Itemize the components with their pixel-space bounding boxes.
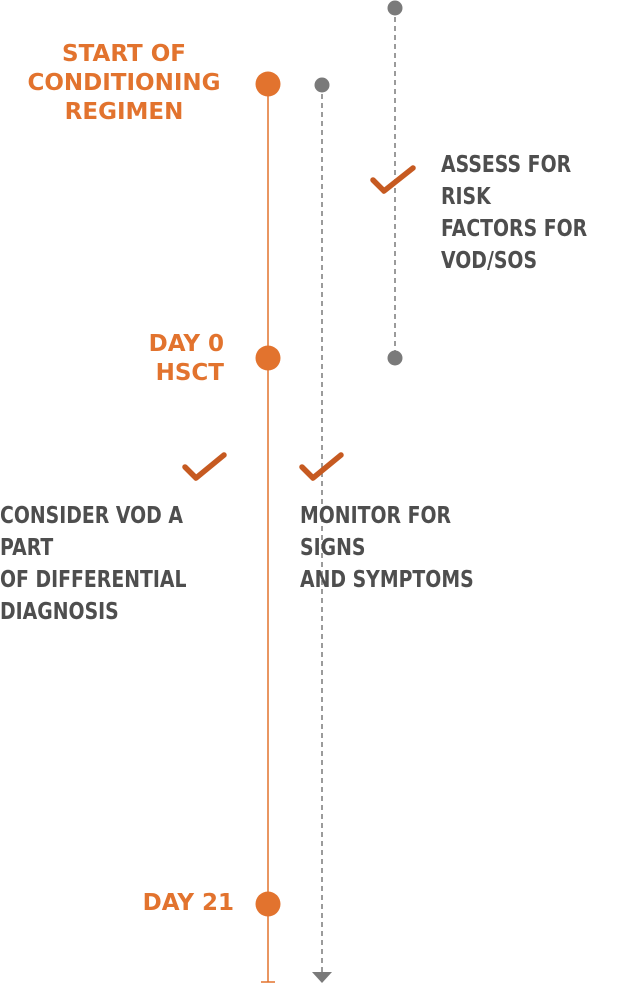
action-label-consider-vod: CONSIDER VOD A PART OF DIFFERENTIAL DIAG…: [0, 503, 187, 625]
milestone-label-conditioning: START OF CONDITIONING REGIMEN: [27, 41, 221, 125]
milestone-dot-day0: [255, 345, 281, 371]
milestone-dot-day21: [255, 891, 281, 917]
risk-end-dot: [387, 350, 403, 366]
check-icon: [299, 452, 344, 481]
milestone-label-day21: DAY 21: [142, 890, 234, 916]
action-label-assess-risk: ASSESS FOR RISK FACTORS FOR VOD/SOS: [441, 152, 588, 274]
check-icon: [182, 452, 227, 481]
monitoring-arrowhead: [312, 972, 332, 983]
milestone-label-day0: DAY 0 HSCT: [148, 331, 224, 386]
risk-start-dot: [387, 0, 403, 16]
action-label-monitor: MONITOR FOR SIGNS AND SYMPTOMS: [300, 503, 474, 593]
check-icon: [370, 165, 416, 194]
monitor-start-dot: [314, 77, 330, 93]
milestone-dot-conditioning: [255, 71, 281, 97]
